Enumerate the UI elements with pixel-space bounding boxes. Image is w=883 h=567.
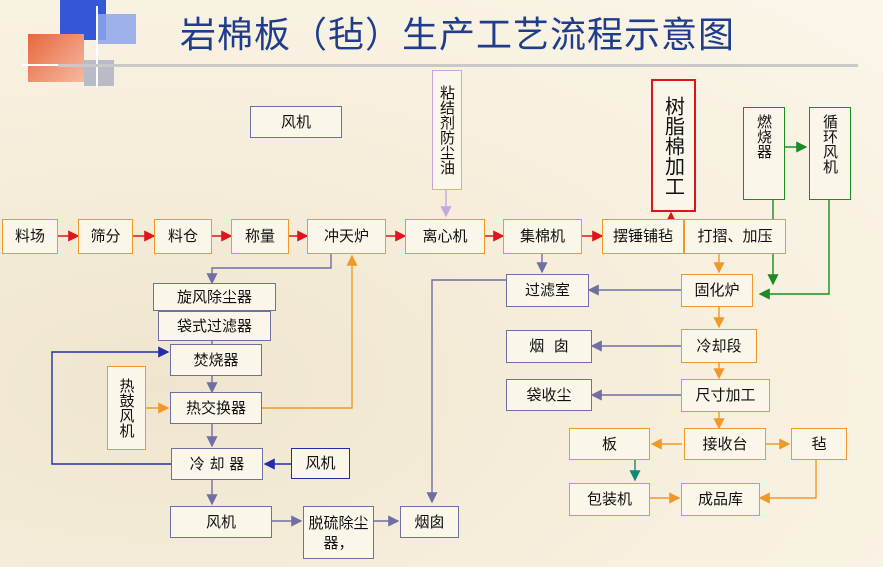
- arrow-felt-warehouse: [758, 460, 817, 504]
- page-title: 岩棉板（毡）生产工艺流程示意图: [180, 15, 736, 56]
- node-desulf: 脱硫除尘器，: [303, 506, 374, 559]
- node-chimney-right: 烟 囱: [506, 330, 592, 363]
- node-hot-air-fan: 热鼓风机: [107, 366, 146, 450]
- node-fan-side: 风机: [291, 448, 350, 479]
- node-cyclone: 旋风除尘器: [153, 283, 276, 311]
- decor-light-blue-square: [98, 14, 136, 44]
- node-packer: 包装机: [569, 483, 650, 516]
- node-resin-wool: 树脂棉加工: [651, 79, 696, 212]
- node-weigh: 称量: [231, 219, 289, 254]
- node-yard: 料场: [2, 219, 58, 254]
- decor-vertical-line: [96, 6, 98, 88]
- node-warehouse: 成品库: [681, 483, 760, 516]
- arrow-heatx-cupola: [262, 254, 358, 409]
- node-cooling-sec: 冷却段: [681, 329, 757, 363]
- node-chimney-bottom: 烟囱: [400, 506, 459, 538]
- burner-label: 燃烧器: [755, 114, 773, 159]
- node-cooler: 冷 却 器: [171, 448, 263, 480]
- node-centrifuge: 离心机: [405, 219, 485, 254]
- circ-fan-label: 循环风机: [821, 114, 839, 174]
- node-circ-fan: 循环风机: [809, 107, 851, 200]
- node-bag-dust: 袋收尘: [506, 379, 592, 411]
- title-underline: [58, 64, 858, 67]
- binder-oil-label: 粘结剂防尘油: [438, 85, 456, 175]
- node-fan-top: 风机: [250, 106, 342, 138]
- node-heat-exch: 热交换器: [170, 392, 262, 424]
- node-fan-bottom: 风机: [170, 506, 272, 538]
- node-bag-filter: 袋式过滤器: [158, 311, 271, 341]
- node-cupola: 冲天炉: [307, 219, 386, 254]
- node-screen: 筛分: [78, 219, 133, 254]
- node-pendulum: 摆锤铺毡: [602, 219, 684, 254]
- node-filter-room: 过滤室: [506, 274, 589, 307]
- arrow-cooler-incinerator: [51, 346, 171, 465]
- node-incinerator: 焚烧器: [170, 344, 262, 376]
- node-burner: 燃烧器: [743, 107, 785, 200]
- node-receive: 接收台: [684, 428, 766, 460]
- resin-wool-label: 树脂棉加工: [661, 95, 686, 196]
- node-board: 板: [569, 428, 650, 460]
- node-fold-press: 打摺、加压: [684, 219, 786, 254]
- arrow-circfan-curing: [758, 200, 830, 300]
- arrow-filter-chimney: [426, 279, 506, 504]
- node-curing: 固化炉: [681, 274, 753, 307]
- node-binder-oil: 粘结剂防尘油: [432, 70, 462, 190]
- node-silo: 料仓: [154, 219, 212, 254]
- node-collector: 集棉机: [503, 219, 582, 254]
- node-felt: 毡: [791, 428, 847, 460]
- node-cutting: 尺寸加工: [681, 379, 770, 412]
- arrow-cupola-cyclone: [206, 254, 332, 285]
- decor-orange-square: [28, 34, 84, 82]
- hot-air-fan-label: 热鼓风机: [117, 378, 136, 438]
